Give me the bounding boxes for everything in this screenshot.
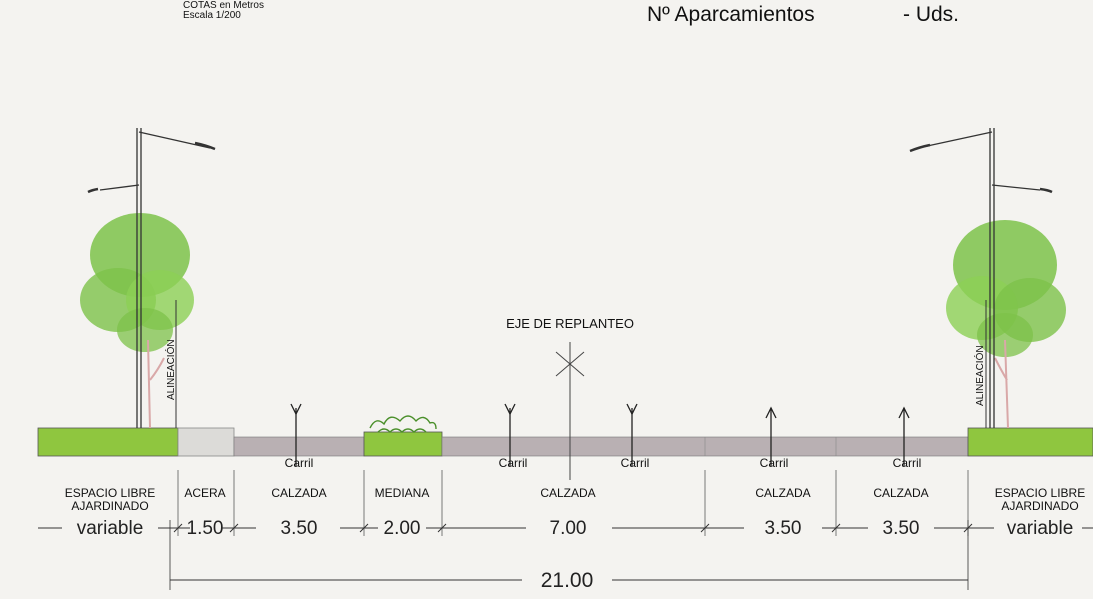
right-street-lamp xyxy=(909,128,1053,428)
section-dimension: 3.50 xyxy=(765,518,802,539)
section-dimension: 2.00 xyxy=(384,518,421,539)
lane-arrow-5 xyxy=(898,406,910,466)
total-dim-label: 21.00 xyxy=(541,569,594,592)
median-strip xyxy=(363,431,443,457)
right-green-strip xyxy=(967,427,1093,457)
sidewalk-strip xyxy=(177,427,235,457)
left-green-strip xyxy=(37,427,179,457)
section-dimension: 3.50 xyxy=(281,518,318,539)
section-name: MEDIANA xyxy=(375,486,430,500)
left-street-lamp xyxy=(87,128,216,428)
median-bush xyxy=(369,415,437,433)
lane-label: Carril xyxy=(621,456,650,470)
dimension-lines: variable 1.50 3.50 2.00 7.00 3.50 3.50 variable xyxy=(38,470,1093,539)
section-dimension: 1.50 xyxy=(187,518,224,539)
lane-arrow-3 xyxy=(626,403,638,466)
left-tree xyxy=(80,213,194,429)
lane-label: Carril xyxy=(499,456,528,470)
section-name: CALZADA xyxy=(873,486,928,500)
alignment-label-right: ALINEACIÓN xyxy=(973,345,986,406)
lane-arrow-4 xyxy=(765,406,777,466)
lane-label: Carril xyxy=(760,456,789,470)
section-dimension: variable xyxy=(77,518,144,539)
total-dimension: 21.00 xyxy=(169,520,969,592)
section-dimension: variable xyxy=(1007,518,1074,539)
section-name: ESPACIO LIBRE xyxy=(65,486,155,500)
lane-label: Carril xyxy=(285,456,314,470)
section-dimension: 7.00 xyxy=(550,518,587,539)
right-tree xyxy=(946,220,1066,429)
units-note: COTAS en Metros xyxy=(183,0,264,11)
lane-arrow-2 xyxy=(504,403,516,466)
axis-marker xyxy=(555,342,585,480)
section-name: ACERA xyxy=(184,486,225,500)
section-name: CALZADA xyxy=(540,486,595,500)
lane-label: Carril xyxy=(893,456,922,470)
section-name: CALZADA xyxy=(755,486,810,500)
parking-label: Nº Aparcamientos xyxy=(647,3,815,26)
lane-arrow-1 xyxy=(290,403,302,466)
section-name: ESPACIO LIBRE xyxy=(995,486,1085,500)
section-name: CALZADA xyxy=(271,486,326,500)
parking-value: - Uds. xyxy=(903,3,960,26)
alignment-label-left: ALINEACIÓN xyxy=(164,339,177,400)
lane-arrows: Carril Carril Carril Carril Carril xyxy=(285,403,922,470)
axis-label: EJE DE REPLANTEO xyxy=(506,316,634,331)
road-strip-left xyxy=(233,436,365,457)
scale-note: Escala 1/200 xyxy=(183,10,241,21)
section-name-2: AJARDINADO xyxy=(71,499,148,513)
section-dimension: 3.50 xyxy=(883,518,920,539)
section-name-2: AJARDINADO xyxy=(1001,499,1078,513)
